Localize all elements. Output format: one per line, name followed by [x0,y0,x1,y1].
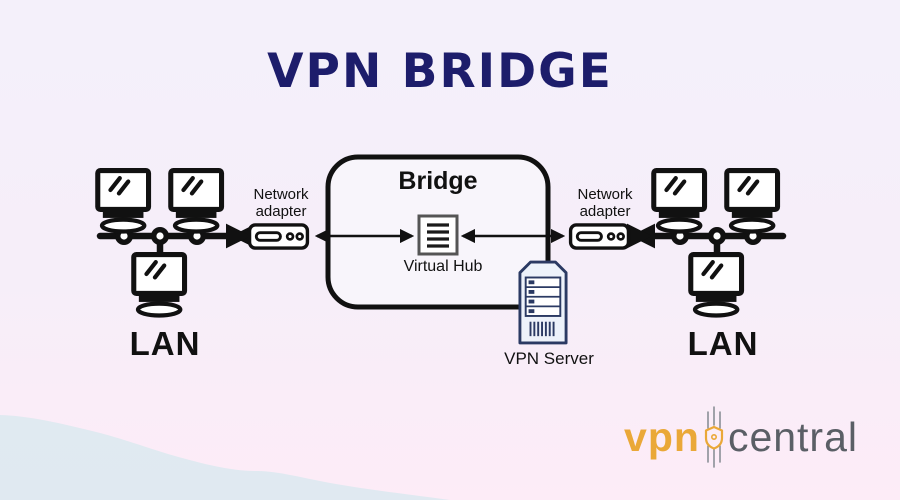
bridge-label: Bridge [398,167,478,195]
logo-vpn-text: vpn [624,413,700,460]
network-adapter-icon [247,223,310,250]
computer-icon [691,255,742,316]
network-adapter-label-left: Network adapter [253,186,309,221]
computer-icon [654,171,705,232]
computer-icon [171,171,222,232]
page-title: VPN BRIDGE [267,44,613,99]
mountain-silhouette [0,415,680,500]
computer-icon [727,171,778,232]
vpncentral-logo: vpn central [624,406,858,468]
virtual-hub-icon [417,214,459,256]
vpn-server-label: VPN Server [504,349,594,368]
computer-icon [98,171,149,232]
lan-label-right: LAN [687,325,759,362]
network-adapter-label-right: Network adapter [577,186,633,221]
shield-icon [704,406,724,468]
network-adapter-icon [568,223,631,250]
virtual-hub-label: Virtual Hub [403,258,483,275]
vpn-server-icon [518,260,568,345]
computer-icon [134,255,185,316]
lan-label-left: LAN [129,325,201,362]
logo-central-text: central [727,413,858,460]
